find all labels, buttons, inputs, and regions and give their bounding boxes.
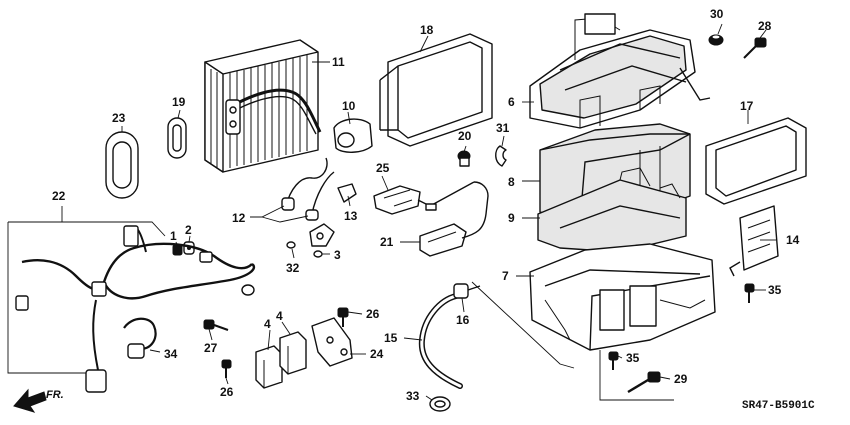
callout-21: 21 [380,235,394,249]
drain-hose-15 [418,293,463,389]
callout-26-right: 26 [366,307,380,321]
callout-10: 10 [342,99,356,113]
diagram-code: SR47-B5901C [742,400,815,412]
clamp-34 [123,317,157,359]
callout-16: 16 [456,313,470,327]
thermistor-12 [281,157,335,247]
callout-4-left: 4 [264,317,271,331]
callout-8: 8 [508,175,515,189]
relay-4-b [279,331,307,375]
seal-frame-17 [705,117,807,205]
callout-4-right: 4 [276,309,283,323]
seal-frame-18 [379,33,493,147]
grommet-30 [708,34,724,46]
callout-31: 31 [496,121,510,135]
clamp-33 [429,396,451,412]
upper-case-6 [529,13,711,129]
screw-26-right [337,307,349,327]
screw-35-right [744,283,755,303]
callout-35-right: 35 [768,283,782,297]
callout-18: 18 [420,23,434,37]
screw-26-left [221,359,232,378]
callout-6: 6 [508,95,515,109]
insulator-10 [333,118,373,153]
joint-16 [453,283,481,299]
callout-7: 7 [502,269,509,283]
callout-11: 11 [332,55,345,69]
callout-labels: 1 2 3 4 4 6 7 8 9 10 11 12 13 14 15 16 1… [52,7,800,403]
callout-14: 14 [786,233,800,247]
screw-28 [743,37,767,59]
callout-29: 29 [674,372,688,386]
part-1 [172,244,183,256]
callout-27: 27 [204,341,218,355]
callout-24: 24 [370,347,384,361]
callout-25: 25 [376,161,390,175]
callout-20: 20 [458,129,472,143]
callout-3: 3 [334,248,341,262]
callout-23: 23 [112,111,126,125]
callout-2: 2 [185,223,192,237]
o-ring-32 [286,241,296,249]
callout-1: 1 [170,229,177,243]
callout-28: 28 [758,19,772,33]
wire-harness-22 [7,221,256,393]
sensor-20 [457,150,471,167]
callout-12: 12 [232,211,246,225]
clip-31 [495,145,507,167]
o-ring-3 [313,250,323,258]
seal-23 [105,131,139,199]
callout-35-lower: 35 [626,351,640,365]
front-arrow-icon [13,388,47,413]
screw-35-lower [608,351,619,370]
screw-27 [203,319,229,331]
leader-lines [61,23,776,401]
lower-case-7 [529,243,716,351]
seal-19 [167,117,187,159]
callout-32: 32 [286,261,300,275]
bolt-29 [627,371,661,394]
callout-13: 13 [344,209,358,223]
bracket-14 [729,205,779,277]
callout-33: 33 [406,389,420,403]
callout-26-left: 26 [220,385,234,399]
bracket-24 [311,317,353,367]
callout-9: 9 [508,211,515,225]
callout-30: 30 [710,7,724,21]
callout-19: 19 [172,95,186,109]
evaporator-core [204,39,322,173]
connector-25 [373,185,431,215]
front-direction-label: FR. [46,389,64,401]
thermostat-21 [419,181,489,257]
duct-9 [537,167,687,253]
callout-17: 17 [740,99,754,113]
callout-22: 22 [52,189,66,203]
relay-4-a [255,345,283,389]
callout-15: 15 [384,331,398,345]
callout-34: 34 [164,347,178,361]
connector-13 [337,183,357,203]
